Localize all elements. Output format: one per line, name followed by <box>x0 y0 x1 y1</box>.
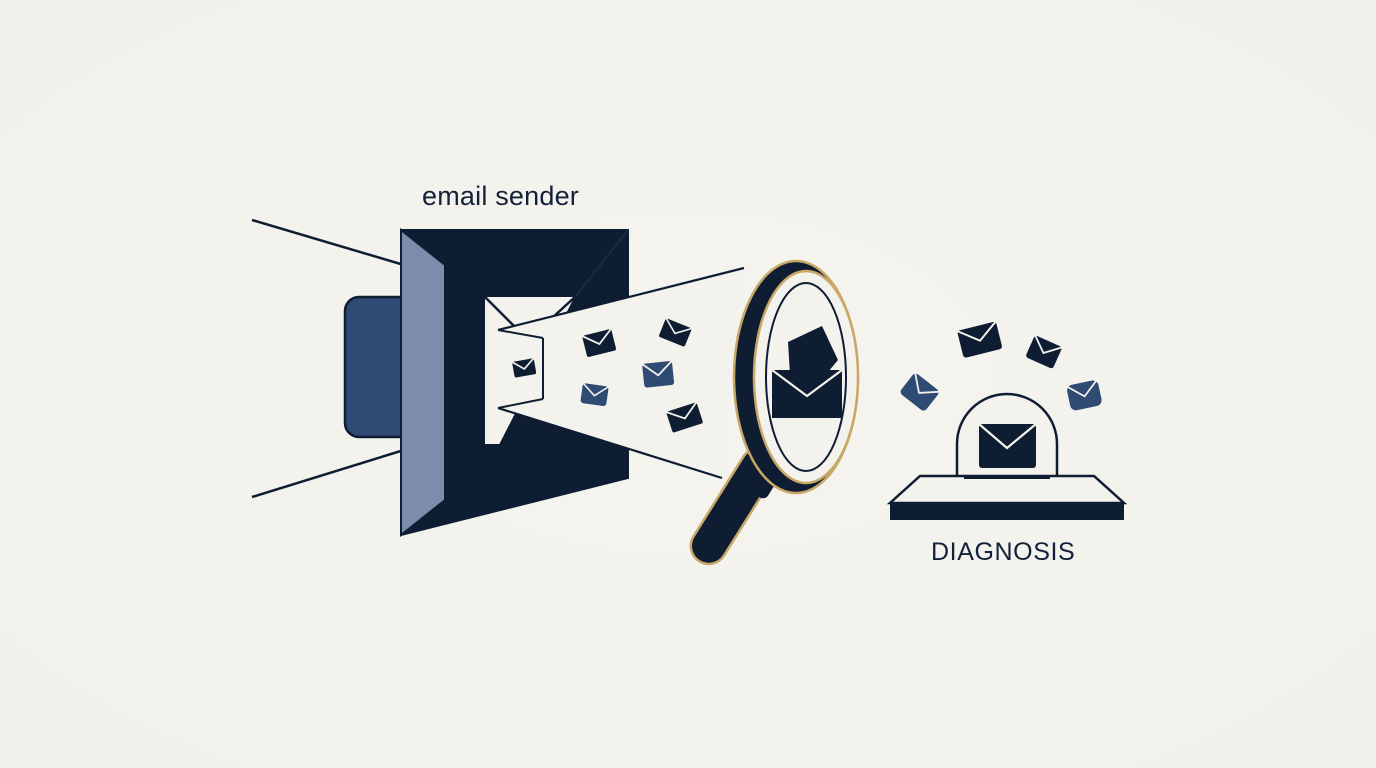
envelope-icon <box>1065 378 1102 411</box>
email-sender-label: email sender <box>422 181 579 211</box>
envelope-icon <box>580 382 610 407</box>
diagnosis-label: DIAGNOSIS <box>931 538 1076 566</box>
envelope-icon <box>659 317 693 347</box>
sender-perspective-lines <box>251 218 405 499</box>
envelope-icon <box>900 371 941 411</box>
envelope-icon <box>956 320 1002 358</box>
diagnosis-envelopes <box>900 320 1102 411</box>
platform-icon <box>886 474 1128 520</box>
envelope-icon <box>665 401 703 433</box>
glass-dome-icon <box>955 392 1059 478</box>
envelope-icon <box>771 326 843 418</box>
envelope-icon <box>641 360 675 388</box>
beam-envelopes <box>511 317 703 433</box>
magnifying-glass-icon <box>689 259 860 566</box>
envelope-icon <box>511 357 537 378</box>
envelope-icon <box>581 328 617 357</box>
envelope-icon <box>1026 334 1063 369</box>
envelope-icon <box>978 423 1037 468</box>
